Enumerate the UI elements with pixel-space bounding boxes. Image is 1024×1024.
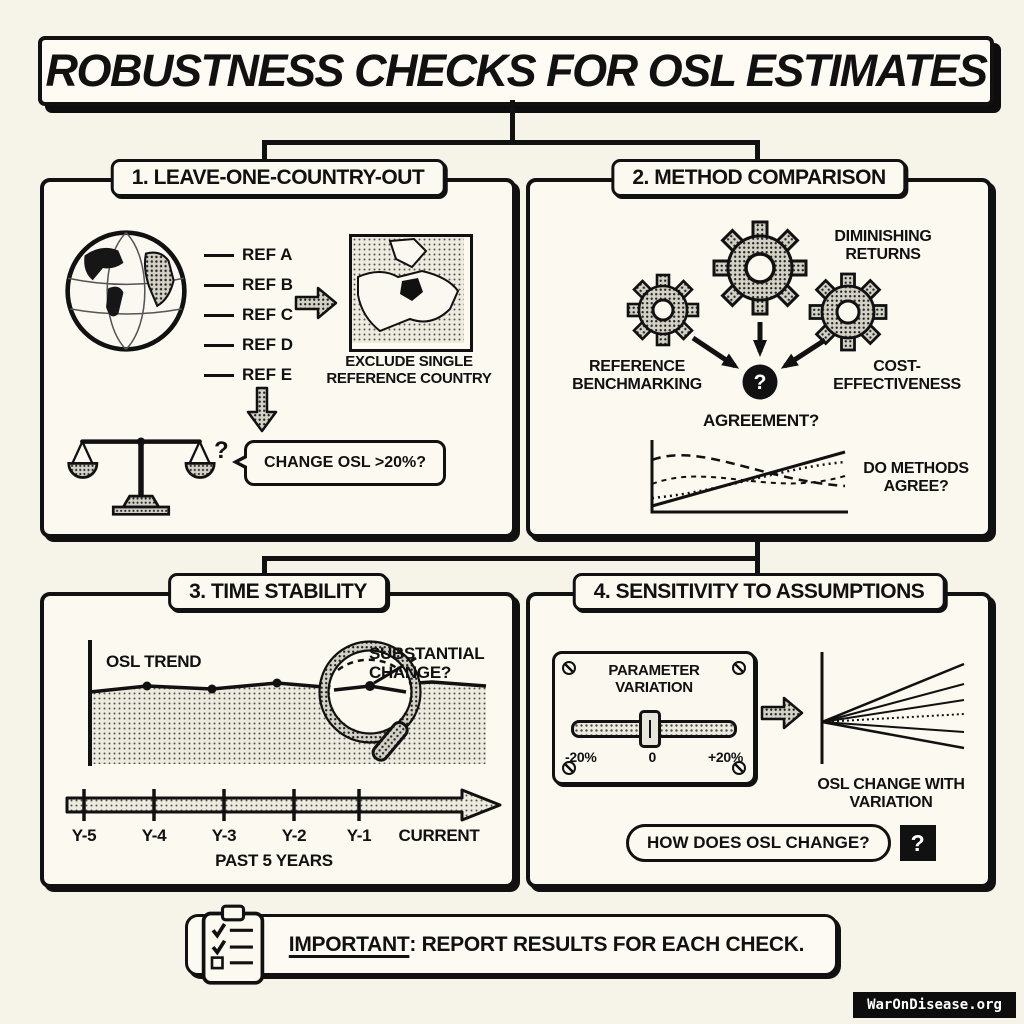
ref-label: REF A (242, 245, 293, 264)
connector-mid-stem (755, 532, 760, 558)
clipboard-icon (201, 904, 265, 985)
panel1-title: 1. LEAVE-ONE-COUNTRY-OUT (110, 159, 446, 197)
timeline-caption: PAST 5 YEARS (215, 851, 333, 870)
watermark-text: WarOnDisease.org (867, 997, 1002, 1013)
watermark-badge: WarOnDisease.org (853, 992, 1016, 1018)
arrow-down-icon (246, 386, 278, 433)
panel-time-stability: 3. TIME STABILITY (40, 573, 516, 888)
method-label-diminishing-returns: DIMINISHING RETURNS (834, 228, 932, 263)
converge-arrow-right (780, 337, 827, 369)
scale-question-mark: ? (214, 437, 229, 464)
arrow-right-icon (294, 286, 338, 320)
fan-caption: OSL CHANGE WITH VARIATION (817, 776, 965, 811)
ref-label: REF B (242, 275, 293, 294)
timeline-label: Y-3 (211, 826, 237, 845)
slider-mid-label: 0 (648, 749, 656, 765)
chart-question: DO METHODS AGREE? (863, 460, 969, 495)
slider-handle[interactable] (639, 710, 661, 748)
question-mark-square: ? (899, 825, 936, 861)
balance-scale-icon (67, 437, 216, 516)
panel3-title: 3. TIME STABILITY (168, 573, 388, 611)
trend-label: OSL TREND (106, 652, 202, 671)
connector-row1-right-stem (755, 145, 760, 162)
gear-top-icon (712, 220, 808, 316)
connector-row1-left-stem (262, 145, 267, 162)
panel-leave-one-country-out: 1. LEAVE-ONE-COUNTRY-OUT REF A REF B REF… (40, 159, 516, 538)
globe-icon (65, 230, 187, 352)
connector-title-stem (510, 100, 515, 142)
panel-sensitivity: 4. SENSITIVITY TO ASSUMPTIONS PARAMETER … (526, 573, 992, 888)
fan-chart (820, 652, 965, 764)
exclude-caption: EXCLUDE SINGLE REFERENCE COUNTRY (326, 353, 492, 387)
reference-row: REF B (204, 270, 293, 300)
reference-list: REF A REF B REF C REF D REF E (204, 240, 293, 390)
reference-row: REF E (204, 360, 293, 390)
magnifier-icon (318, 640, 422, 762)
panel-method-comparison: 2. METHOD COMPARISON DIMINISHING RETURNS… (526, 159, 992, 538)
reference-row: REF A (204, 240, 293, 270)
connector-row2-left-stem (262, 561, 267, 576)
parameter-device: PARAMETER VARIATION -20% 0 +20% (552, 651, 756, 785)
slider-labels: -20% 0 +20% (565, 749, 743, 766)
parameter-label: PARAMETER VARIATION (608, 662, 700, 696)
leader-line (204, 343, 234, 347)
screw-icon (732, 661, 746, 675)
slider-max-label: +20% (707, 749, 743, 765)
map-thumbnail (349, 234, 473, 352)
footer-important-word: IMPORTANT (288, 933, 410, 956)
timeline-label: Y-1 (346, 826, 372, 845)
agreement-circle (742, 364, 778, 400)
page-title: ROBUSTNESS CHECKS FOR OSL ESTIMATES (38, 36, 994, 106)
screw-icon (732, 761, 746, 775)
leader-line (204, 253, 234, 257)
connector-row2-horizontal (262, 556, 760, 561)
method-label-reference-benchmarking: REFERENCE BENCHMARKING (572, 358, 702, 393)
osl-change-question-row: HOW DOES OSL CHANGE? ? (626, 824, 936, 862)
ref-label: REF C (242, 305, 293, 324)
timeline-label: Y-2 (281, 826, 307, 845)
osl-change-question-text: HOW DOES OSL CHANGE? (647, 833, 870, 852)
method-label-cost-effectiveness: COST-EFFECTIVENESS (833, 358, 961, 393)
methods-comparison-chart (650, 440, 848, 514)
gear-left-icon (626, 273, 700, 347)
screw-icon (562, 761, 576, 775)
timeline-arrow (65, 788, 502, 822)
osl-trend-chart (88, 640, 487, 766)
ref-label: REF D (242, 335, 293, 354)
leader-line (204, 313, 234, 317)
magnifier-question: SUBSTANTIAL CHANGE? (369, 644, 485, 683)
bubble-text: CHANGE OSL >20%? (264, 454, 426, 471)
converge-arrow-left (691, 335, 740, 369)
agreement-label: AGREEMENT? (702, 411, 819, 430)
change-osl-bubble: CHANGE OSL >20%? (232, 440, 446, 486)
screw-icon (562, 661, 576, 675)
footer-banner: IMPORTANT : REPORT RESULTS FOR EACH CHEC… (185, 904, 838, 985)
arrow-right-icon (760, 696, 804, 730)
page-title-text: ROBUSTNESS CHECKS FOR OSL ESTIMATES (45, 45, 988, 96)
question-mark: ? (910, 829, 925, 856)
agreement-question-mark: ? (754, 371, 767, 394)
panel2-title: 2. METHOD COMPARISON (611, 159, 907, 197)
ref-label: REF E (242, 365, 293, 384)
footer-rest-text: : REPORT RESULTS FOR EACH CHECK. (409, 933, 805, 956)
timeline-label: Y-5 (71, 826, 97, 845)
gear-cluster: ? (626, 220, 888, 400)
reference-row: REF C (204, 300, 293, 330)
europe-map-icon (352, 237, 464, 343)
timeline-label: Y-4 (141, 826, 167, 845)
leader-line (204, 283, 234, 287)
connector-row2-right-stem (755, 561, 760, 576)
gear-right-icon (808, 272, 888, 352)
reference-row: REF D (204, 330, 293, 360)
timeline-label-current: CURRENT (398, 826, 480, 845)
panel4-title: 4. SENSITIVITY TO ASSUMPTIONS (572, 573, 946, 611)
slider-min-label: -20% (565, 749, 597, 765)
leader-line (204, 373, 234, 377)
osl-change-question-box: HOW DOES OSL CHANGE? (626, 824, 891, 862)
connector-row1-horizontal (262, 140, 760, 145)
